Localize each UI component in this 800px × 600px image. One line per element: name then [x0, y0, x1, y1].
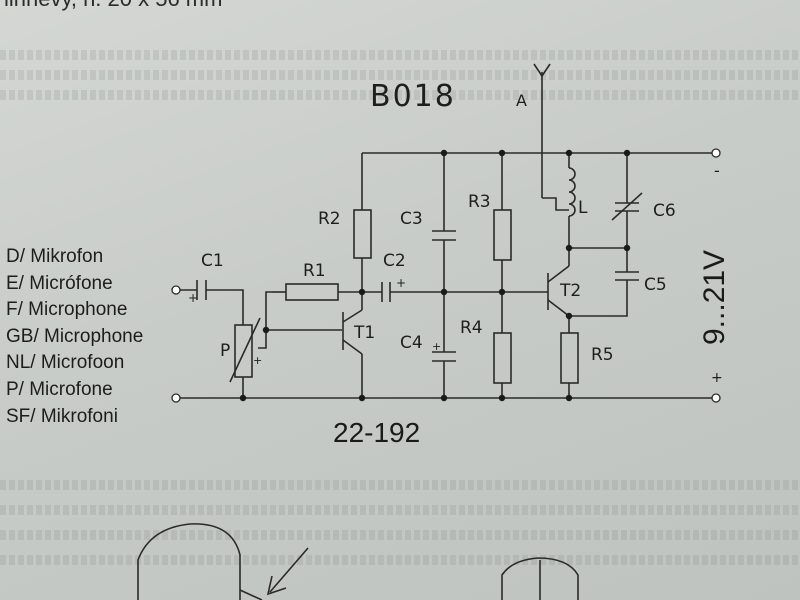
- junction-dot: [498, 394, 506, 402]
- supply-plus-label: +: [711, 370, 723, 386]
- bleed-through-line: [0, 555, 800, 565]
- label-p: P: [220, 341, 230, 361]
- resistor-r5: [560, 332, 579, 384]
- label-c1: C1: [201, 251, 224, 271]
- label-c5: C5: [644, 275, 667, 295]
- language-item: E/ Micrófone: [6, 272, 113, 294]
- junction-dot: [623, 149, 631, 157]
- bleed-through-line: [0, 50, 800, 60]
- language-item: P/ Microfone: [6, 378, 113, 400]
- language-item: NL/ Microfoon: [6, 352, 125, 374]
- mic-illustration-right: [501, 557, 579, 600]
- label-c6: C6: [653, 201, 676, 221]
- terminal-input: [171, 285, 181, 295]
- junction-dot: [440, 394, 448, 402]
- language-item: F/ Microphone: [6, 299, 128, 321]
- pointer-arrow-head: [266, 575, 287, 596]
- mic-illustration-left: [137, 523, 241, 600]
- language-item: GB/ Microphone: [6, 325, 144, 347]
- language-item: SF/ Mikrofoni: [6, 405, 118, 427]
- header-text-fragment: linnevy, n. 20 x 56 mm: [4, 0, 222, 12]
- bleed-through-line: [0, 530, 800, 540]
- language-list: D/ Mikrofon E/ Micrófone F/ Microphone G…: [6, 244, 143, 430]
- mic-illustration-left: [239, 589, 263, 600]
- junction-dot: [565, 149, 573, 157]
- bleed-through-line: [0, 480, 800, 490]
- pointer-arrow: [269, 547, 309, 593]
- bleed-through-line: [0, 70, 800, 80]
- antenna-label: A: [516, 91, 527, 110]
- wire: [206, 289, 244, 325]
- wire: [569, 280, 628, 317]
- resistor-r3: [493, 209, 512, 261]
- wire: [265, 291, 272, 330]
- resistor-r4: [493, 332, 512, 384]
- resistor-r1: [285, 283, 339, 301]
- label-r1: R1: [303, 261, 326, 281]
- wire: [542, 197, 569, 211]
- junction-dot: [239, 394, 247, 402]
- supply-minus-label: -: [714, 161, 720, 180]
- terminal-bottom-right: [711, 393, 721, 403]
- junction-dot: [623, 244, 631, 252]
- t2-emitter: [547, 299, 570, 317]
- antenna-icon: [533, 63, 551, 78]
- label-t2: T2: [559, 281, 581, 301]
- junction-dot: [440, 288, 448, 296]
- label-c2: C2: [383, 251, 406, 271]
- label-c1-plus: +: [188, 291, 198, 305]
- label-r2: R2: [318, 209, 341, 229]
- junction-dot: [262, 326, 270, 334]
- label-t1: T1: [353, 323, 375, 343]
- voltage-label: 9...21V: [698, 249, 731, 345]
- junction-dot: [565, 312, 573, 320]
- terminal-top-right: [711, 148, 721, 158]
- pot-arrow: [229, 317, 261, 383]
- label-c4: C4: [400, 333, 423, 353]
- terminal-ground-left: [171, 393, 181, 403]
- label-p-plus: +: [253, 354, 262, 367]
- label-r4: R4: [460, 318, 483, 338]
- label-r5: R5: [591, 345, 614, 365]
- label-c2-plus: +: [396, 276, 406, 290]
- language-item: D/ Mikrofon: [6, 246, 104, 267]
- junction-dot: [358, 288, 366, 296]
- resistor-r2: [353, 209, 372, 259]
- inductor-l: [568, 167, 576, 217]
- junction-dot: [498, 288, 506, 296]
- t2-collector: [547, 265, 570, 283]
- label-l: L: [578, 198, 588, 218]
- junction-dot: [358, 394, 366, 402]
- junction-dot: [565, 244, 573, 252]
- junction-dot: [498, 149, 506, 157]
- part-number: 22-192: [333, 417, 421, 448]
- bleed-through-line: [0, 505, 800, 515]
- junction-dot: [565, 394, 573, 402]
- t1-emitter: [342, 339, 363, 355]
- label-r3: R3: [468, 192, 491, 212]
- label-c3: C3: [400, 209, 423, 229]
- label-c4-plus: +: [432, 340, 441, 353]
- c6-trim-arrow: [611, 192, 643, 221]
- schematic-code: B018: [370, 79, 456, 114]
- t1-collector: [342, 309, 363, 323]
- bleed-through-line: [0, 90, 800, 100]
- junction-dot: [440, 149, 448, 157]
- potentiometer-p: [234, 324, 253, 378]
- wire: [258, 329, 342, 349]
